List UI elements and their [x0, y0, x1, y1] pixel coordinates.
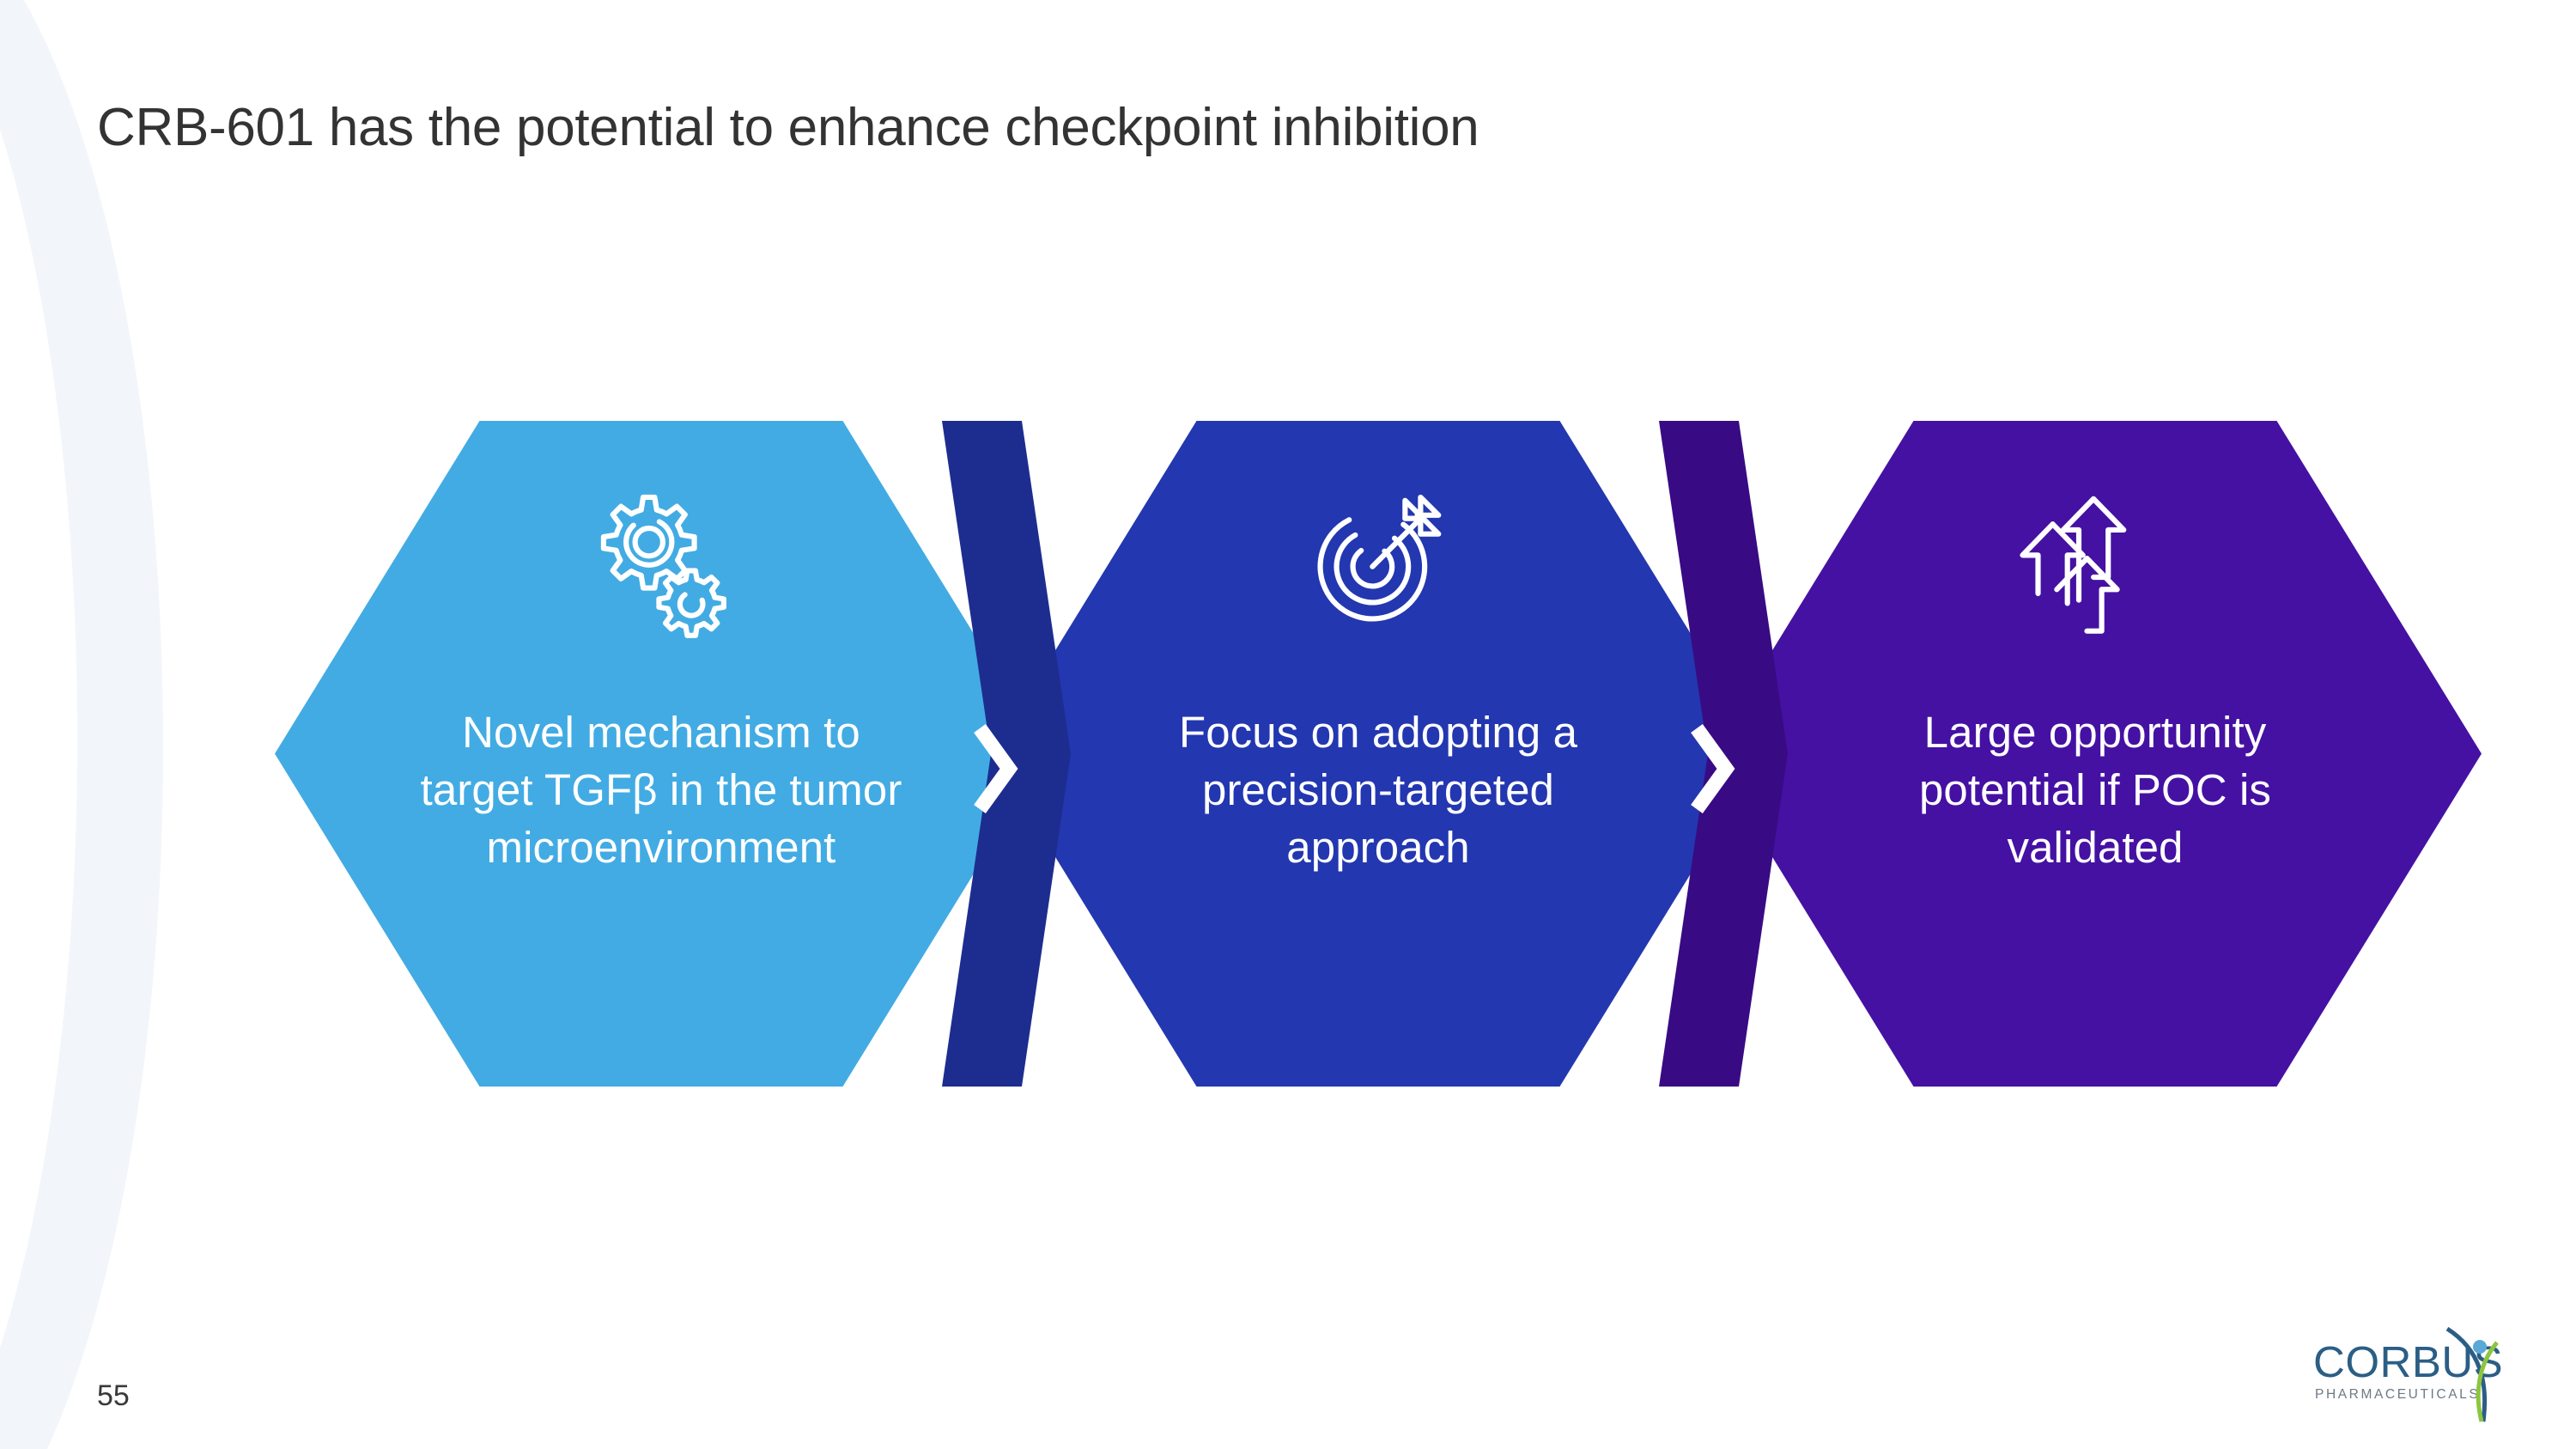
- logo-swoosh-icon: [2445, 1327, 2488, 1422]
- hexagon-text-line: Large opportunity: [1923, 708, 2267, 757]
- hexagon-text-line: approach: [1286, 822, 1470, 872]
- hexagon-card-novel-mechanism[interactable]: Novel mechanism to target TGFβ in the tu…: [275, 421, 1048, 1087]
- hexagon-text-line: Focus on adopting a: [1178, 708, 1578, 757]
- logo-dot-icon: [2473, 1340, 2487, 1354]
- target-arrow-icon: [1317, 494, 1442, 622]
- hexagon-text-line: microenvironment: [486, 822, 836, 872]
- gears-icon: [600, 494, 726, 638]
- hexagon-text-novel-mechanism: Novel mechanism to target TGFβ in the tu…: [386, 704, 936, 876]
- page-title: CRB-601 has the potential to enhance che…: [97, 98, 1479, 157]
- hexagon-card-large-opportunity[interactable]: Large opportunity potential if POC is va…: [1709, 421, 2482, 1087]
- page-number: 55: [97, 1379, 130, 1412]
- chevron-right-icon: [974, 724, 1018, 813]
- hexagon-text-line: validated: [2007, 822, 2184, 872]
- logo-subtext: PHARMACEUTICALS: [2315, 1387, 2480, 1402]
- hexagon-text-precision-targeted: Focus on adopting a precision-targeted a…: [1103, 704, 1653, 876]
- three-up-arrows-icon: [2020, 496, 2127, 634]
- hexagon-text-line: target TGFβ in the tumor: [420, 764, 902, 814]
- hexagon-card-precision-targeted[interactable]: Focus on adopting a precision-targeted a…: [992, 421, 1765, 1087]
- hexagon-text-line: Novel mechanism to: [462, 708, 860, 757]
- hexagon-row: Novel mechanism to target TGFβ in the tu…: [0, 421, 2576, 1091]
- hexagon-text-line: potential if POC is: [1918, 764, 2272, 814]
- chevron-right-icon: [1691, 724, 1735, 813]
- hexagon-text-large-opportunity: Large opportunity potential if POC is va…: [1820, 704, 2370, 876]
- corbus-pharmaceuticals-logo: CORBUS PHARMACEUTICALS: [2313, 1327, 2503, 1422]
- hexagon-text-line: precision-targeted: [1201, 764, 1555, 814]
- logo-wordmark: CORBUS: [2313, 1337, 2503, 1386]
- logo-leaf-icon: [2476, 1341, 2499, 1422]
